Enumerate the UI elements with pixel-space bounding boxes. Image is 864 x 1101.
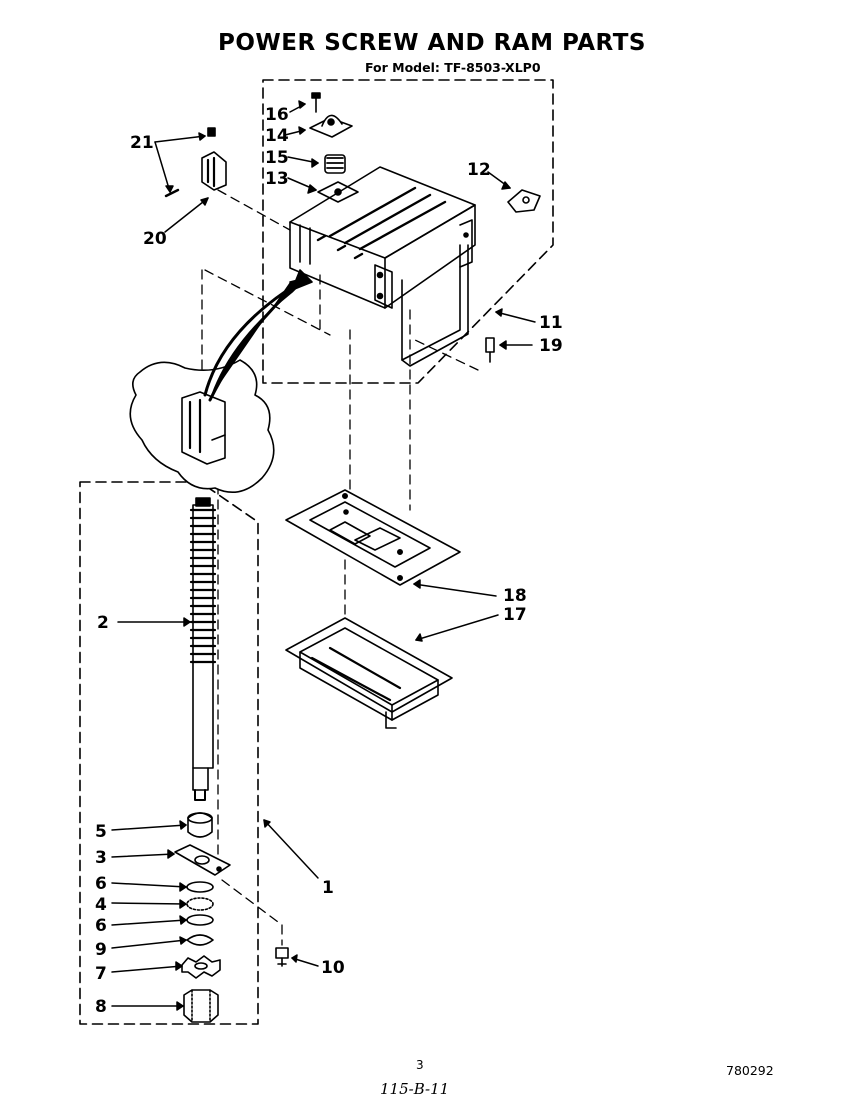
callout-19: 19 [539,336,563,356]
callout-17: 17 [503,605,527,625]
screw-16-part [311,92,321,113]
callout-4: 4 [95,895,107,915]
screw-19-part [485,337,495,363]
gear-part [324,154,346,174]
callout-3: 3 [95,848,107,868]
washer-6a-part [186,881,214,893]
side-bracket-part [164,127,227,198]
bracket-plate-part [317,181,359,203]
callout-20: 20 [143,229,167,249]
sprocket-part [181,955,221,979]
power-screw-part [189,497,217,801]
callout-5: 5 [95,822,107,842]
callout-18: 18 [503,586,527,606]
callout-2: 2 [97,613,109,633]
callout-6b: 6 [95,916,107,936]
ring-9-part [186,934,214,946]
callout-9: 9 [95,940,107,960]
detail-callout [129,269,313,494]
handwritten-note: 115-B-11 [380,1080,450,1098]
model-subtitle: For Model: TF-8503-XLP0 [365,60,541,75]
page-title: POWER SCREW AND RAM PARTS [218,30,646,56]
callout-1: 1 [322,878,334,898]
bearing-4-part [186,897,214,911]
document-code: 780292 [726,1063,774,1078]
callout-16: 16 [265,105,289,125]
callout-7: 7 [95,964,107,984]
callout-14: 14 [265,126,289,146]
screw-10-part [275,947,289,967]
callout-15: 15 [265,148,289,168]
ram-pan-part [285,617,453,729]
motor-mount-part [309,114,353,138]
bearing-part [187,812,213,838]
washer-6b-part [186,914,214,926]
page-number: 3 [416,1058,424,1072]
callout-21: 21 [130,133,154,153]
nut-part [183,989,219,1023]
clip-part [507,189,541,213]
lower-assembly-boundary [79,481,259,1025]
callout-11: 11 [539,313,563,333]
upper-assembly-boundary [262,79,554,384]
ram-housing-part [289,166,476,367]
callout-12: 12 [467,160,491,180]
callout-10: 10 [321,958,345,978]
gasket-part [285,489,461,586]
retainer-plate-part [174,844,231,876]
callout-8: 8 [95,997,107,1017]
callout-13: 13 [265,169,289,189]
callout-6a: 6 [95,874,107,894]
